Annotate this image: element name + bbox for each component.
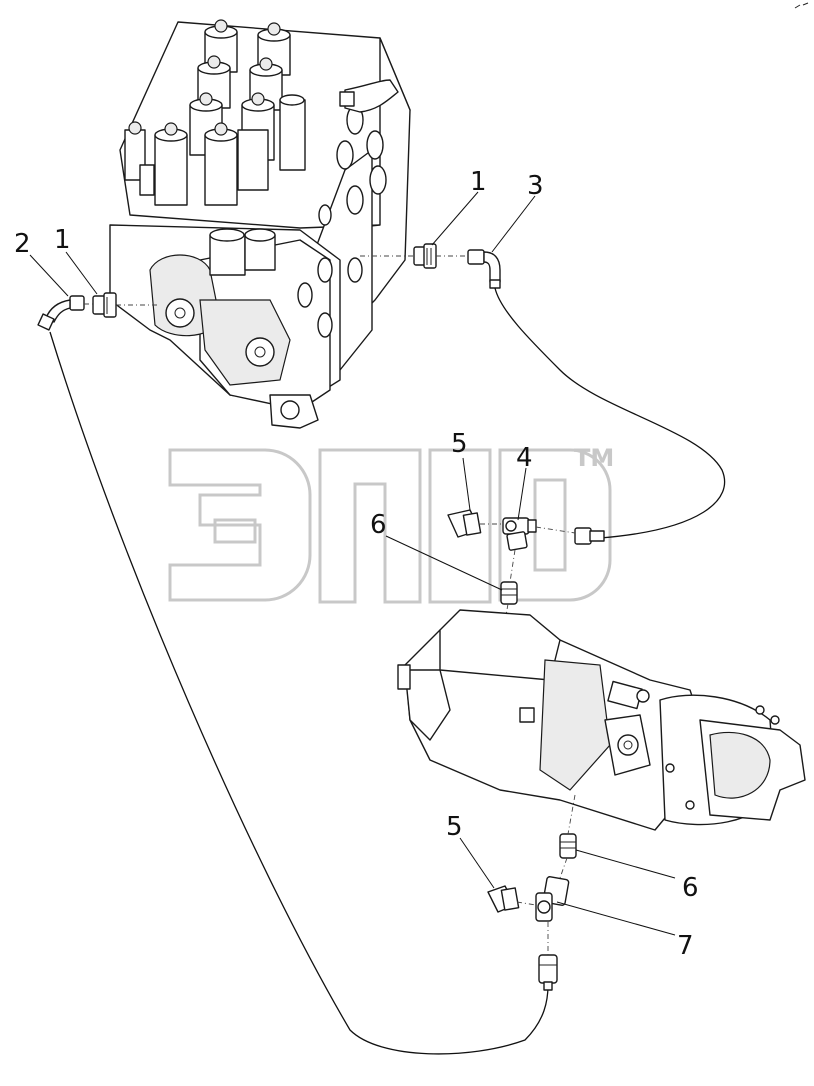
callout-5-bottom: 5 [446, 812, 463, 842]
control-valve-block [109, 19, 411, 429]
valve-spool-caps [124, 19, 306, 276]
leader-lines [29, 191, 676, 936]
hose-end-fitting-bottom [538, 954, 558, 991]
adapter-6-bottom [559, 833, 577, 859]
callout-6-mid: 6 [370, 510, 387, 540]
callout-3-top: 3 [527, 171, 544, 201]
corner-mark [794, 2, 809, 9]
hose-elbow-2-left [37, 295, 85, 331]
callout-4-mid: 4 [516, 443, 533, 473]
hose-line-2 [49, 331, 549, 1055]
plug-5-bottom [487, 885, 520, 913]
callout-2-left: 2 [14, 229, 31, 259]
tee-fitting-4-mid [502, 517, 537, 551]
adapter-6-mid [500, 581, 518, 605]
callout-7-bottom: 7 [677, 931, 694, 961]
plug-5-mid [447, 509, 482, 538]
hose-end-fitting-mid [574, 527, 605, 545]
watermark-trademark: TM [574, 444, 614, 472]
callout-1-left: 1 [54, 225, 71, 255]
callout-1-top: 1 [470, 167, 487, 197]
callout-6-bottom: 6 [682, 873, 699, 903]
valve-side-ports [297, 105, 387, 338]
fitting-adapter-1-left [92, 292, 117, 318]
tee-fitting-7-bottom [535, 876, 570, 922]
callout-5-mid: 5 [451, 429, 468, 459]
hydraulic-pump [397, 609, 806, 831]
hose-elbow-3-top [467, 249, 501, 289]
fitting-adapter-1-top [413, 243, 437, 269]
watermark-logo [168, 448, 612, 604]
hose-line-3 [494, 287, 726, 539]
